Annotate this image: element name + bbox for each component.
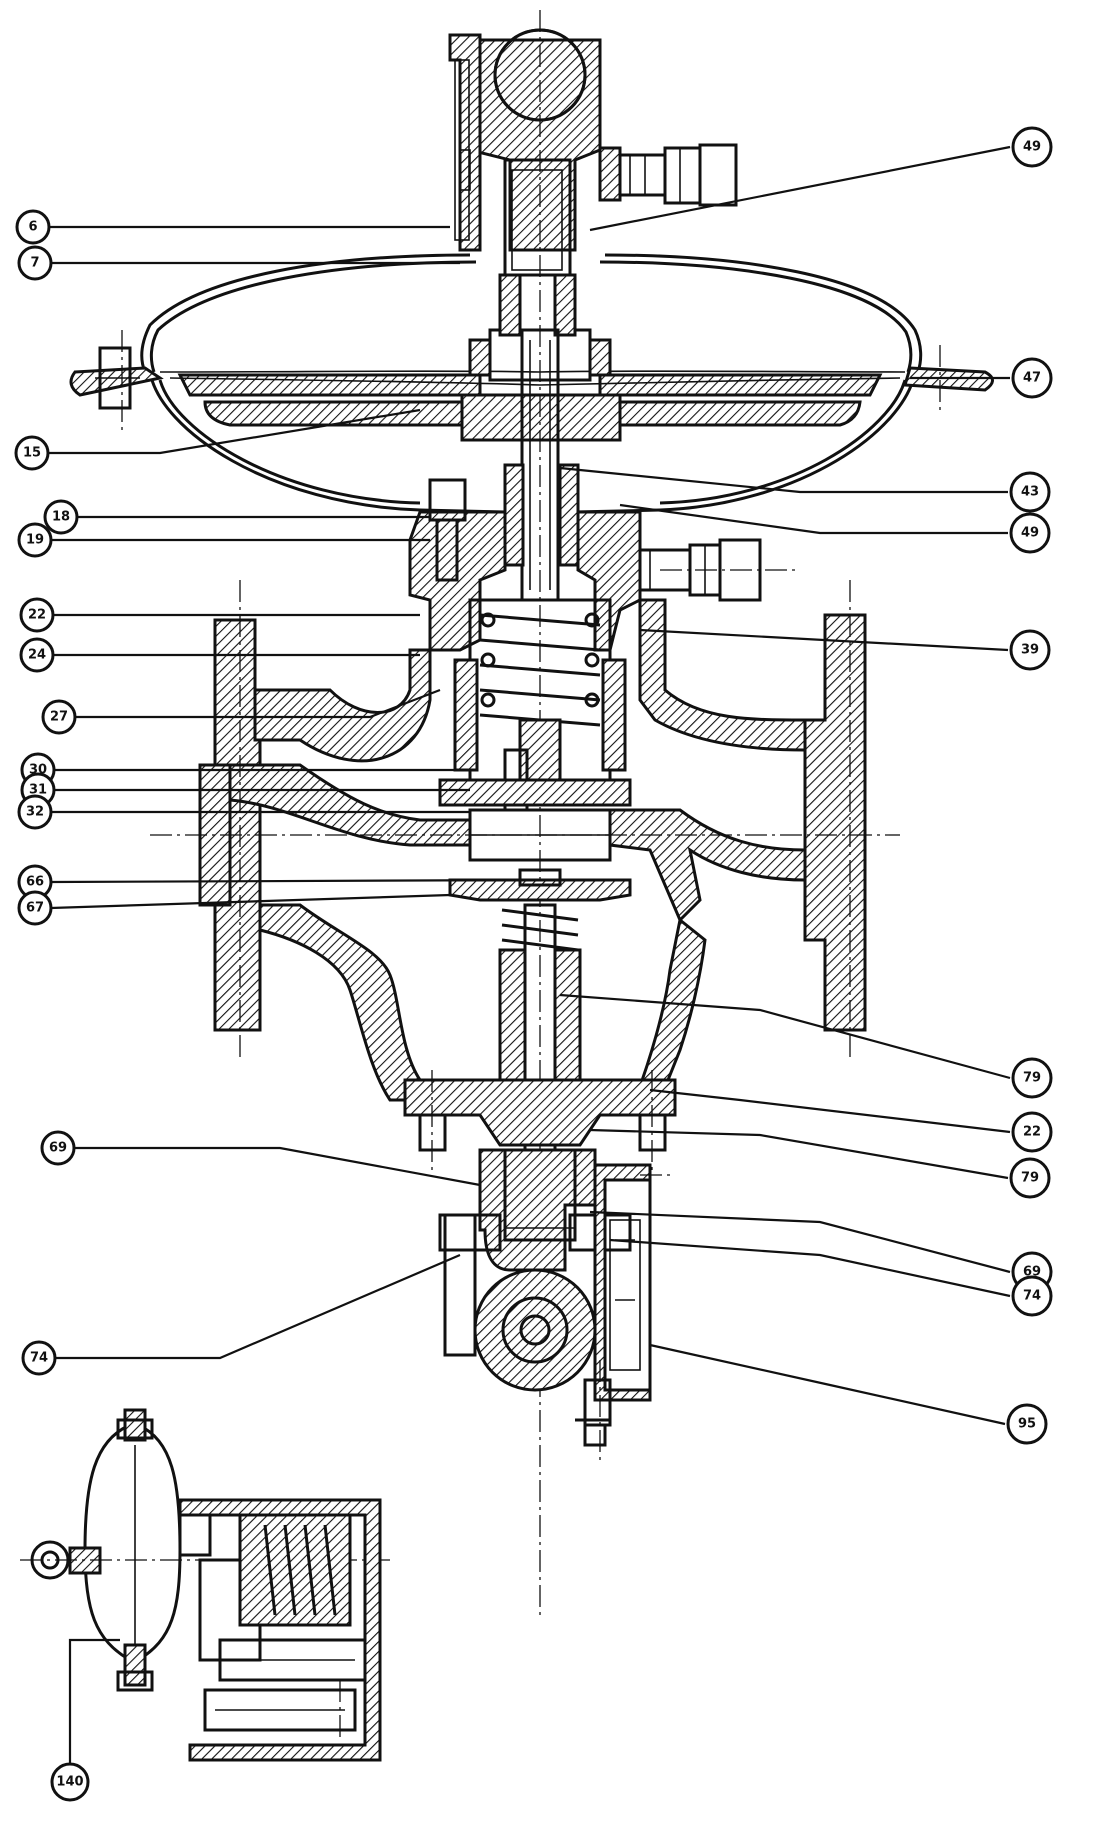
svg-text:69: 69 [49, 1141, 67, 1156]
svg-text:43: 43 [1021, 485, 1039, 500]
svg-text:49: 49 [1023, 140, 1041, 155]
callout-47: 47 [1011, 357, 1053, 399]
diaphragm-housing [69, 253, 994, 514]
svg-text:95: 95 [1018, 1417, 1036, 1432]
pilot-assembly [438, 1148, 670, 1465]
callouts: 49 6 7 47 15 43 18 19 49 22 24 39 27 30 … [14, 126, 1053, 1802]
callout-140: 140 [50, 1762, 90, 1802]
callout-74b: 74 [1011, 1275, 1053, 1317]
inset-pilot-regulator [20, 1408, 390, 1762]
svg-text:47: 47 [1023, 371, 1041, 386]
callout-66: 66 [17, 864, 53, 900]
callout-7: 7 [17, 245, 53, 281]
svg-text:66: 66 [26, 875, 44, 890]
callout-6: 6 [15, 209, 51, 245]
callout-19: 19 [17, 522, 53, 558]
svg-text:7: 7 [30, 256, 39, 271]
callout-49: 49 [1011, 126, 1053, 168]
leader-lines [48, 145, 1011, 1764]
svg-text:74: 74 [30, 1351, 48, 1366]
callout-27: 27 [41, 699, 77, 735]
callout-24: 24 [19, 637, 55, 673]
svg-text:19: 19 [26, 533, 44, 548]
callout-22b: 22 [1011, 1111, 1053, 1153]
callout-49b: 49 [1009, 512, 1051, 554]
callout-15: 15 [14, 435, 50, 471]
callout-74: 74 [21, 1340, 57, 1376]
callout-69: 69 [40, 1130, 76, 1166]
svg-text:6: 6 [28, 220, 37, 235]
actuator-head [448, 28, 738, 277]
svg-text:39: 39 [1021, 643, 1039, 658]
valve-body [150, 580, 900, 1170]
callout-67: 67 [17, 890, 53, 926]
callout-22: 22 [19, 597, 55, 633]
callout-95: 95 [1006, 1403, 1048, 1445]
callout-43: 43 [1009, 471, 1051, 513]
callout-32: 32 [17, 794, 53, 830]
svg-text:31: 31 [29, 783, 47, 798]
svg-text:79: 79 [1021, 1171, 1039, 1186]
callout-39: 39 [1009, 629, 1051, 671]
callout-79: 79 [1011, 1057, 1053, 1099]
callout-18: 18 [43, 499, 79, 535]
svg-text:22: 22 [1023, 1125, 1041, 1140]
svg-text:49: 49 [1021, 526, 1039, 541]
callout-79b: 79 [1009, 1157, 1051, 1199]
svg-text:67: 67 [26, 901, 44, 916]
svg-text:74: 74 [1023, 1289, 1041, 1304]
svg-text:24: 24 [28, 648, 46, 663]
svg-text:69: 69 [1023, 1265, 1041, 1280]
svg-text:27: 27 [50, 710, 68, 725]
svg-text:32: 32 [26, 805, 44, 820]
svg-text:15: 15 [23, 446, 41, 461]
svg-text:22: 22 [28, 608, 46, 623]
bonnet [408, 478, 800, 812]
svg-text:18: 18 [52, 510, 70, 525]
svg-text:79: 79 [1023, 1071, 1041, 1086]
svg-text:140: 140 [56, 1775, 83, 1790]
